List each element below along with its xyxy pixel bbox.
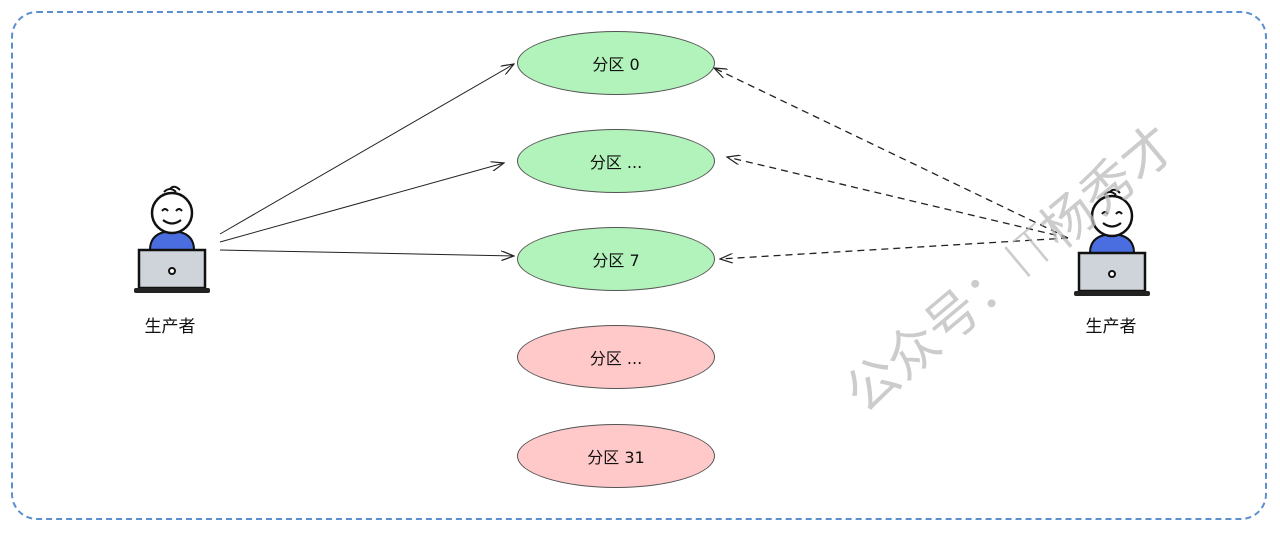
- dashed-arrow-partition-0: [714, 68, 1069, 239]
- partition-ellipsis-red: 分区 ...: [517, 325, 715, 389]
- container-frame: [11, 11, 1267, 520]
- left-person-laptop-icon: [134, 185, 210, 293]
- right-person-laptop-icon: [1074, 188, 1150, 296]
- arrow-to-partition-0: [219, 64, 514, 235]
- arrow-to-partition-7: [219, 249, 514, 256]
- partition-31: 分区 31: [517, 424, 715, 488]
- right-producer-label: 生产者: [1085, 317, 1137, 337]
- dashed-arrow-partition-7: [720, 237, 1069, 259]
- left-producer-label: 生产者: [144, 317, 196, 337]
- partition-ellipsis-green: 分区 ...: [517, 129, 715, 193]
- dashed-arrow-partition-mid: [727, 157, 1069, 239]
- arrow-to-partition-mid: [219, 163, 504, 243]
- partition-0: 分区 0: [517, 31, 715, 95]
- partition-7: 分区 7: [517, 227, 715, 291]
